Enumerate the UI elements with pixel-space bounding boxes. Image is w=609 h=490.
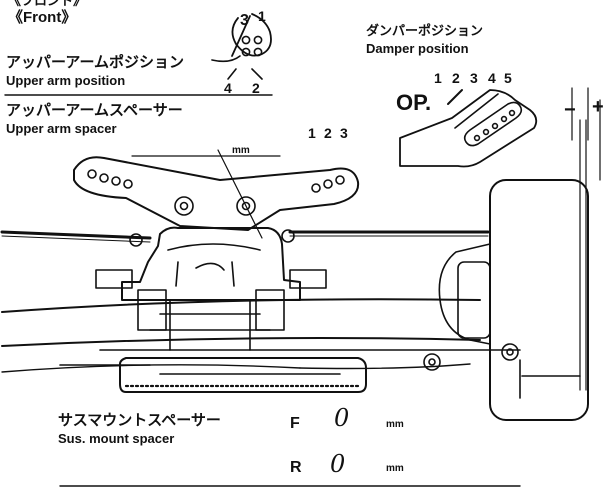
upper-arm-spacer-unit: mm — [232, 145, 250, 156]
upper-arm-position-selector — [211, 13, 272, 80]
wheel — [438, 179, 589, 421]
damper-hole-2: 2 — [452, 70, 460, 86]
camber-plus: + — [592, 96, 604, 118]
upper-arm-spacer-label-en: Upper arm spacer — [6, 121, 117, 136]
sus-mount-front-label: F — [290, 415, 300, 432]
upper-arm-plate — [73, 156, 360, 231]
damper-hole-4: 4 — [488, 70, 496, 86]
upper-arm-spacer-line — [131, 149, 281, 239]
camber-minus: − — [564, 99, 576, 121]
upper-arm-position-label-en: Upper arm position — [6, 73, 126, 88]
sus-mount-spacer-label-en: Sus. mount spacer — [58, 431, 175, 446]
upper-arm-hole-4: 4 — [224, 80, 232, 96]
damper-hole-3: 3 — [470, 70, 478, 86]
spacer-hole-1: 1 — [308, 125, 316, 141]
damper-option-marker: OP. — [396, 90, 432, 115]
upper-arm-position-label-jp: アッパーアームポジション — [6, 53, 185, 71]
front-heading-jp: 《フロント》 — [8, 0, 87, 9]
sus-mount-rear-label: R — [290, 459, 302, 476]
damper-position-label-jp: ダンパーポジション — [366, 24, 484, 39]
chassis-center-block — [95, 226, 327, 351]
sus-mount-rear-unit: mm — [386, 463, 404, 474]
sus-mount-rear-value: 0 — [330, 450, 346, 478]
damper-position-label-en: Damper position — [366, 41, 469, 56]
camber-reference-lines — [571, 87, 601, 391]
damper-position-arm — [399, 89, 538, 168]
sus-mount-spacer-label-jp: サスマウントスペーサー — [58, 411, 221, 429]
tie-rods — [0, 229, 490, 247]
sus-mount-front-unit: mm — [386, 419, 404, 430]
spacer-hole-3: 3 — [340, 125, 348, 141]
upper-arm-hole-3: 3 — [240, 12, 249, 29]
upper-arm-hole-2: 2 — [252, 80, 260, 96]
damper-hole-5: 5 — [504, 70, 512, 86]
spacer-hole-2: 2 — [324, 125, 332, 141]
upper-arm-hole-1: 1 — [258, 8, 266, 24]
sus-mount-front-value: 0 — [334, 404, 350, 432]
sus-mount-spacer-plate — [119, 357, 367, 393]
damper-hole-1: 1 — [434, 70, 442, 86]
lower-suspension-arm — [1, 298, 521, 373]
upper-arm-spacer-label-jp: アッパーアームスペーサー — [6, 101, 183, 119]
front-heading-en: 《Front》 — [8, 9, 77, 26]
